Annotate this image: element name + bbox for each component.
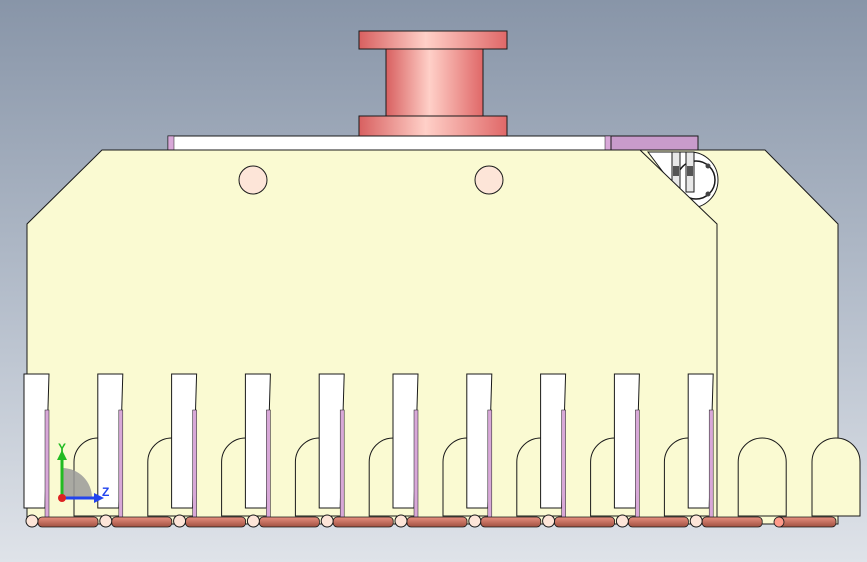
mounting-hole-left[interactable] — [238, 165, 268, 195]
gripper-fingers — [23, 373, 714, 528]
finger-slot — [737, 437, 787, 517]
finger-pivot — [99, 514, 113, 528]
bottom-rod[interactable] — [480, 516, 542, 528]
finger-pivot — [25, 514, 39, 528]
y-axis-label: Y — [58, 441, 67, 455]
bottom-rod[interactable] — [554, 516, 615, 528]
bottom-rod[interactable] — [406, 516, 468, 528]
gripper-finger[interactable] — [687, 373, 714, 521]
flange-neck[interactable] — [385, 48, 484, 117]
gripper-finger[interactable] — [171, 373, 198, 521]
flange-top[interactable] — [358, 30, 508, 50]
gripper-finger[interactable] — [244, 373, 271, 521]
bottom-rod[interactable] — [628, 516, 689, 528]
finger-pivot — [689, 514, 703, 528]
finger-pivot — [173, 514, 187, 528]
bottom-rod[interactable] — [775, 516, 837, 528]
bottom-rod[interactable] — [111, 516, 173, 528]
finger-pivot — [320, 514, 334, 528]
side-bracket[interactable] — [647, 151, 719, 209]
bottom-rods — [37, 516, 837, 528]
finger-pivot — [542, 514, 556, 528]
bottom-rod[interactable] — [701, 516, 763, 528]
side-mount-block[interactable] — [610, 135, 699, 151]
gripper-finger[interactable] — [466, 373, 493, 521]
gripper-finger[interactable] — [540, 373, 567, 521]
bottom-rod[interactable] — [37, 516, 99, 528]
coordinate-triad — [57, 450, 104, 503]
flange-bottom[interactable] — [358, 115, 508, 137]
finger-pivot — [615, 514, 629, 528]
rod-end-cap — [773, 516, 785, 528]
top-plate-end-left — [167, 135, 175, 151]
bottom-rod[interactable] — [185, 516, 247, 528]
gripper-finger[interactable] — [23, 373, 50, 521]
top-plate-end-right — [604, 135, 612, 151]
finger-slot — [811, 437, 861, 517]
finger-pivot — [246, 514, 260, 528]
gripper-finger[interactable] — [392, 373, 419, 521]
bottom-rod[interactable] — [258, 516, 320, 528]
gripper-finger[interactable] — [613, 373, 640, 521]
bottom-rod[interactable] — [332, 516, 394, 528]
gripper-finger[interactable] — [97, 373, 124, 521]
mounting-hole-right[interactable] — [474, 165, 504, 195]
finger-pivot — [468, 514, 482, 528]
top-mounting-plate[interactable] — [167, 135, 612, 151]
gripper-finger[interactable] — [318, 373, 345, 521]
finger-pivot — [394, 514, 408, 528]
z-axis-label: Z — [102, 485, 110, 499]
